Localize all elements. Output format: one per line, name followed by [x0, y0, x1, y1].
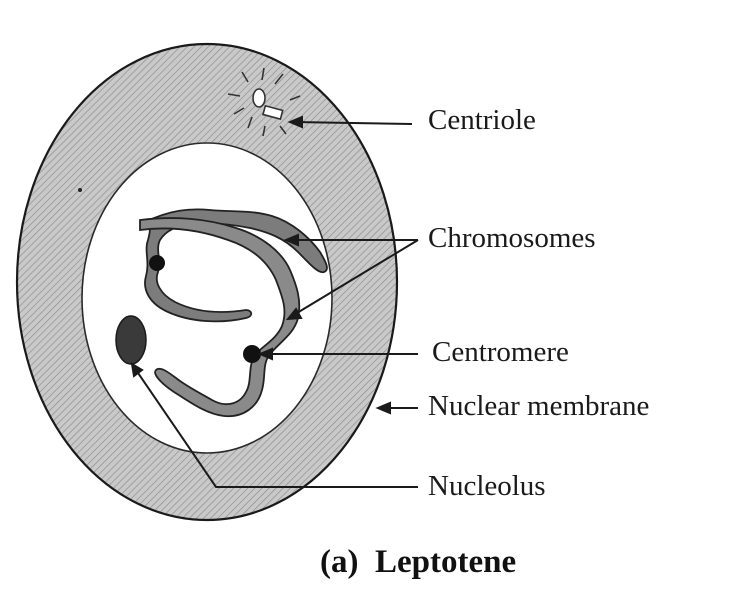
- label-nuclear-membrane: Nuclear membrane: [428, 390, 650, 422]
- centromere-dot-lower: [243, 345, 261, 363]
- figure-caption: (a) Leptotene: [320, 546, 516, 579]
- caption-title: Leptotene: [374, 544, 517, 580]
- nucleolus-body: [115, 315, 147, 365]
- label-centromere: Centromere: [432, 336, 569, 368]
- label-chromosomes: Chromosomes: [428, 222, 596, 254]
- chromosome-upper: [143, 208, 328, 323]
- membrane-speck: [78, 188, 82, 192]
- caption-tag: (a): [320, 544, 359, 580]
- chromosome-long: [139, 217, 301, 418]
- centriole-structure: [227, 67, 301, 137]
- pointer-lines: [130, 115, 419, 488]
- label-nucleolus: Nucleolus: [428, 470, 546, 502]
- centromere-dot-upper: [149, 255, 165, 271]
- label-centriole: Centriole: [428, 104, 536, 136]
